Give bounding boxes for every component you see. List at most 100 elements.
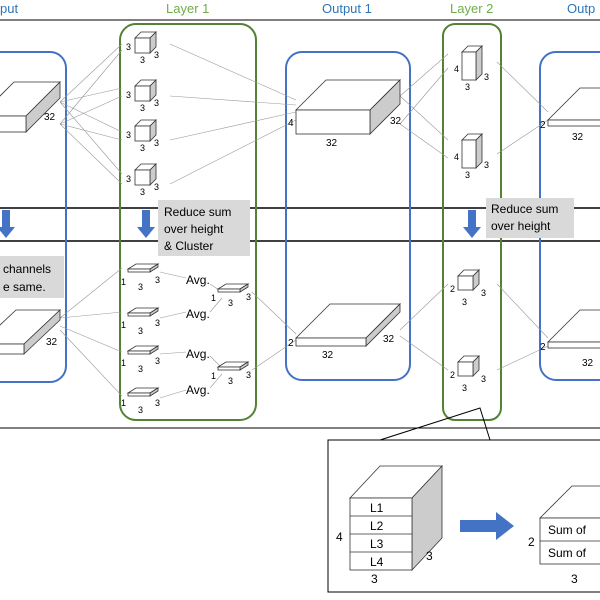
dim-label: 3 <box>126 174 131 184</box>
dim-label: 4 <box>454 152 459 162</box>
dim-label: 3 <box>140 187 145 197</box>
layer1-kernel-2 <box>134 79 157 102</box>
zoom-result-dim-3: 3 <box>571 572 578 586</box>
header-layer1: Layer 1 <box>166 1 209 16</box>
layer2-kernel-bottom-1 <box>457 269 480 291</box>
input-down-arrow <box>0 210 15 238</box>
dim-label: 3 <box>138 364 143 374</box>
dim-label: 3 <box>155 398 160 408</box>
header-output2: Outp <box>567 1 595 16</box>
dim-label: 3 <box>138 326 143 336</box>
output1-bottom-dim-32a: 32 <box>322 350 334 361</box>
layer1-down-arrow <box>137 210 155 238</box>
header-layer2: Layer 2 <box>450 1 493 16</box>
reduce-note-2-line2: over height <box>491 219 551 233</box>
zoom-sum-2: Sum of <box>548 546 587 560</box>
connection-lines <box>59 43 549 399</box>
avg-label-3: Avg. <box>186 347 210 361</box>
input-volume-bottom <box>0 309 62 355</box>
header-output1: Output 1 <box>322 1 372 16</box>
avg-label-1: Avg. <box>186 273 210 287</box>
dim-label: 3 <box>155 356 160 366</box>
dim-label: 1 <box>121 320 126 330</box>
layer2-kernel-bottom-2 <box>457 355 480 377</box>
output2-top-dim-32: 32 <box>572 132 584 143</box>
dim-label: 3 <box>481 288 486 298</box>
channels-note-line2: e same. <box>3 280 46 294</box>
reduce-note-1-line2: over height <box>164 222 224 236</box>
dim-label: 3 <box>138 282 143 292</box>
dim-label: 4 <box>454 64 459 74</box>
output1-top-dim-32a: 32 <box>326 138 338 149</box>
dim-label: 3 <box>228 376 233 386</box>
dim-label: 3 <box>246 292 251 302</box>
layer1-plate-3 <box>127 345 159 355</box>
dim-label: 3 <box>155 318 160 328</box>
avg-label-4: Avg. <box>186 383 210 397</box>
dim-label: 3 <box>484 160 489 170</box>
zoom-sum-1: Sum of <box>548 523 587 537</box>
output2-volume-bottom <box>547 309 600 349</box>
output1-volume-top <box>295 79 401 135</box>
dim-label: 3 <box>481 374 486 384</box>
avg-labels: Avg. Avg. Avg. Avg. <box>186 273 210 397</box>
zoom-stack <box>349 464 443 572</box>
reduce-note-2-line1: Reduce sum <box>491 202 558 216</box>
output1-top-dim-32b: 32 <box>390 116 402 127</box>
dim-label: 3 <box>154 98 159 108</box>
dim-label: 3 <box>140 55 145 65</box>
input-bottom-dim-32: 32 <box>46 337 58 348</box>
dim-label: 3 <box>140 143 145 153</box>
layer1-kernel-4 <box>134 163 157 186</box>
layer2-top-dims: 433 433 <box>454 64 489 180</box>
channels-note-line1: channels <box>3 262 51 276</box>
header-input: put <box>0 1 18 16</box>
input-volume-top <box>0 81 61 133</box>
dim-label: 3 <box>462 297 467 307</box>
reduce-note-1-line1: Reduce sum <box>164 205 231 219</box>
dim-label: 3 <box>138 405 143 415</box>
zoom-arrow <box>460 512 514 540</box>
dim-label: 3 <box>465 82 470 92</box>
dim-label: 2 <box>450 370 455 380</box>
dim-label: 1 <box>121 277 126 287</box>
dim-label: 3 <box>154 182 159 192</box>
zoom-l2: L2 <box>370 519 384 533</box>
dim-label: 3 <box>154 138 159 148</box>
output2-bottom-dim-32: 32 <box>582 358 594 369</box>
dim-label: 1 <box>121 358 126 368</box>
dim-label: 3 <box>154 50 159 60</box>
dim-label: 3 <box>140 103 145 113</box>
dim-label: 3 <box>484 72 489 82</box>
output1-top-dim-4: 4 <box>288 118 294 129</box>
layer1-kernel-3 <box>134 119 157 142</box>
dim-label: 3 <box>246 370 251 380</box>
dim-label: 3 <box>126 130 131 140</box>
output2-volume-top <box>547 87 600 127</box>
zoom-layer-labels: L1 L2 L3 L4 <box>370 501 384 569</box>
layer1-plate-1 <box>127 263 159 273</box>
layer2-kernel-2 <box>461 133 483 169</box>
dim-label: 2 <box>450 284 455 294</box>
avg-label-2: Avg. <box>186 307 210 321</box>
input-box <box>0 51 67 383</box>
dim-label: 3 <box>126 90 131 100</box>
dim-label: 1 <box>121 398 126 408</box>
layer1-kernel-1 <box>134 31 157 54</box>
input-top-dim-32: 32 <box>44 112 56 123</box>
zoom-result-dim-2: 2 <box>528 535 535 549</box>
zoom-dim-4: 4 <box>336 530 343 544</box>
zoom-l3: L3 <box>370 537 384 551</box>
zoom-l4: L4 <box>370 555 384 569</box>
callout-pointer <box>379 407 491 441</box>
dim-label: 3 <box>228 298 233 308</box>
dim-label: 1 <box>211 371 216 381</box>
zoom-dim-3-bottom: 3 <box>371 572 378 586</box>
dim-label: 3 <box>126 42 131 52</box>
layer1-plate-avg-2 <box>217 361 249 371</box>
output1-bottom-dim-2: 2 <box>288 338 294 349</box>
dim-label: 3 <box>462 383 467 393</box>
